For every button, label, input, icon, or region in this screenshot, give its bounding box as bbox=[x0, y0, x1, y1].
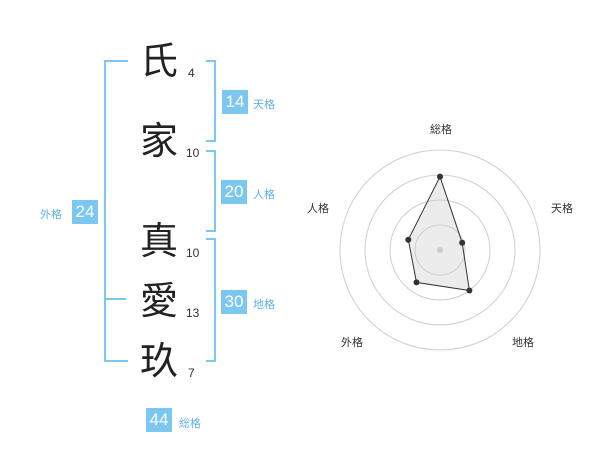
radar-ring bbox=[389, 199, 491, 301]
radar-axis-label-jinkaku: 人格 bbox=[307, 201, 329, 215]
jinkaku-label: 人格 bbox=[253, 188, 275, 201]
stroke-count-2: 10 bbox=[186, 146, 200, 160]
soukaku-label: 総格 bbox=[179, 417, 201, 430]
gaikaku-label: 外格 bbox=[40, 208, 62, 221]
kanji-2: 家 bbox=[140, 119, 179, 163]
radar-point-2 bbox=[466, 287, 473, 294]
stroke-count-5: 7 bbox=[188, 366, 195, 380]
radar-ring bbox=[339, 149, 541, 351]
stroke-count-3: 10 bbox=[186, 246, 200, 260]
tenkaku-score: 14 bbox=[222, 90, 248, 114]
soukaku-score: 44 bbox=[146, 408, 172, 432]
radar-axis-label-soukaku: 総格 bbox=[430, 122, 452, 136]
radar-polygon bbox=[407, 175, 470, 292]
chikaku-score: 30 bbox=[221, 290, 247, 314]
gaikaku-score: 24 bbox=[72, 200, 98, 224]
radar-point-3 bbox=[413, 279, 420, 286]
radar-point-0 bbox=[437, 173, 443, 180]
gaikaku-bracket-tick bbox=[106, 298, 126, 300]
stroke-count-4: 13 bbox=[186, 306, 200, 320]
radar-point-4 bbox=[405, 236, 412, 243]
jinkaku-bracket bbox=[206, 150, 216, 232]
kanji-3: 真 bbox=[140, 219, 179, 263]
tenkaku-bracket bbox=[206, 60, 216, 142]
kanji-4: 愛 bbox=[140, 279, 179, 323]
radar-points bbox=[405, 173, 473, 294]
kanji-5: 玖 bbox=[140, 339, 179, 383]
gaikaku-bracket bbox=[104, 60, 128, 362]
radar-center bbox=[437, 247, 443, 253]
radar-axis-label-gaikaku: 外格 bbox=[341, 335, 363, 349]
radar-axis-label-tenkaku: 天格 bbox=[551, 201, 573, 215]
radar-ring bbox=[414, 224, 466, 276]
chikaku-label: 地格 bbox=[253, 298, 275, 311]
tenkaku-label: 天格 bbox=[253, 98, 275, 111]
jinkaku-score: 20 bbox=[221, 180, 247, 204]
chikaku-bracket bbox=[206, 238, 216, 362]
stroke-count-1: 4 bbox=[188, 66, 195, 80]
kanji-1: 氏 bbox=[140, 39, 179, 83]
radar-axis-label-chikaku: 地格 bbox=[512, 335, 534, 349]
radar-point-1 bbox=[459, 239, 466, 246]
